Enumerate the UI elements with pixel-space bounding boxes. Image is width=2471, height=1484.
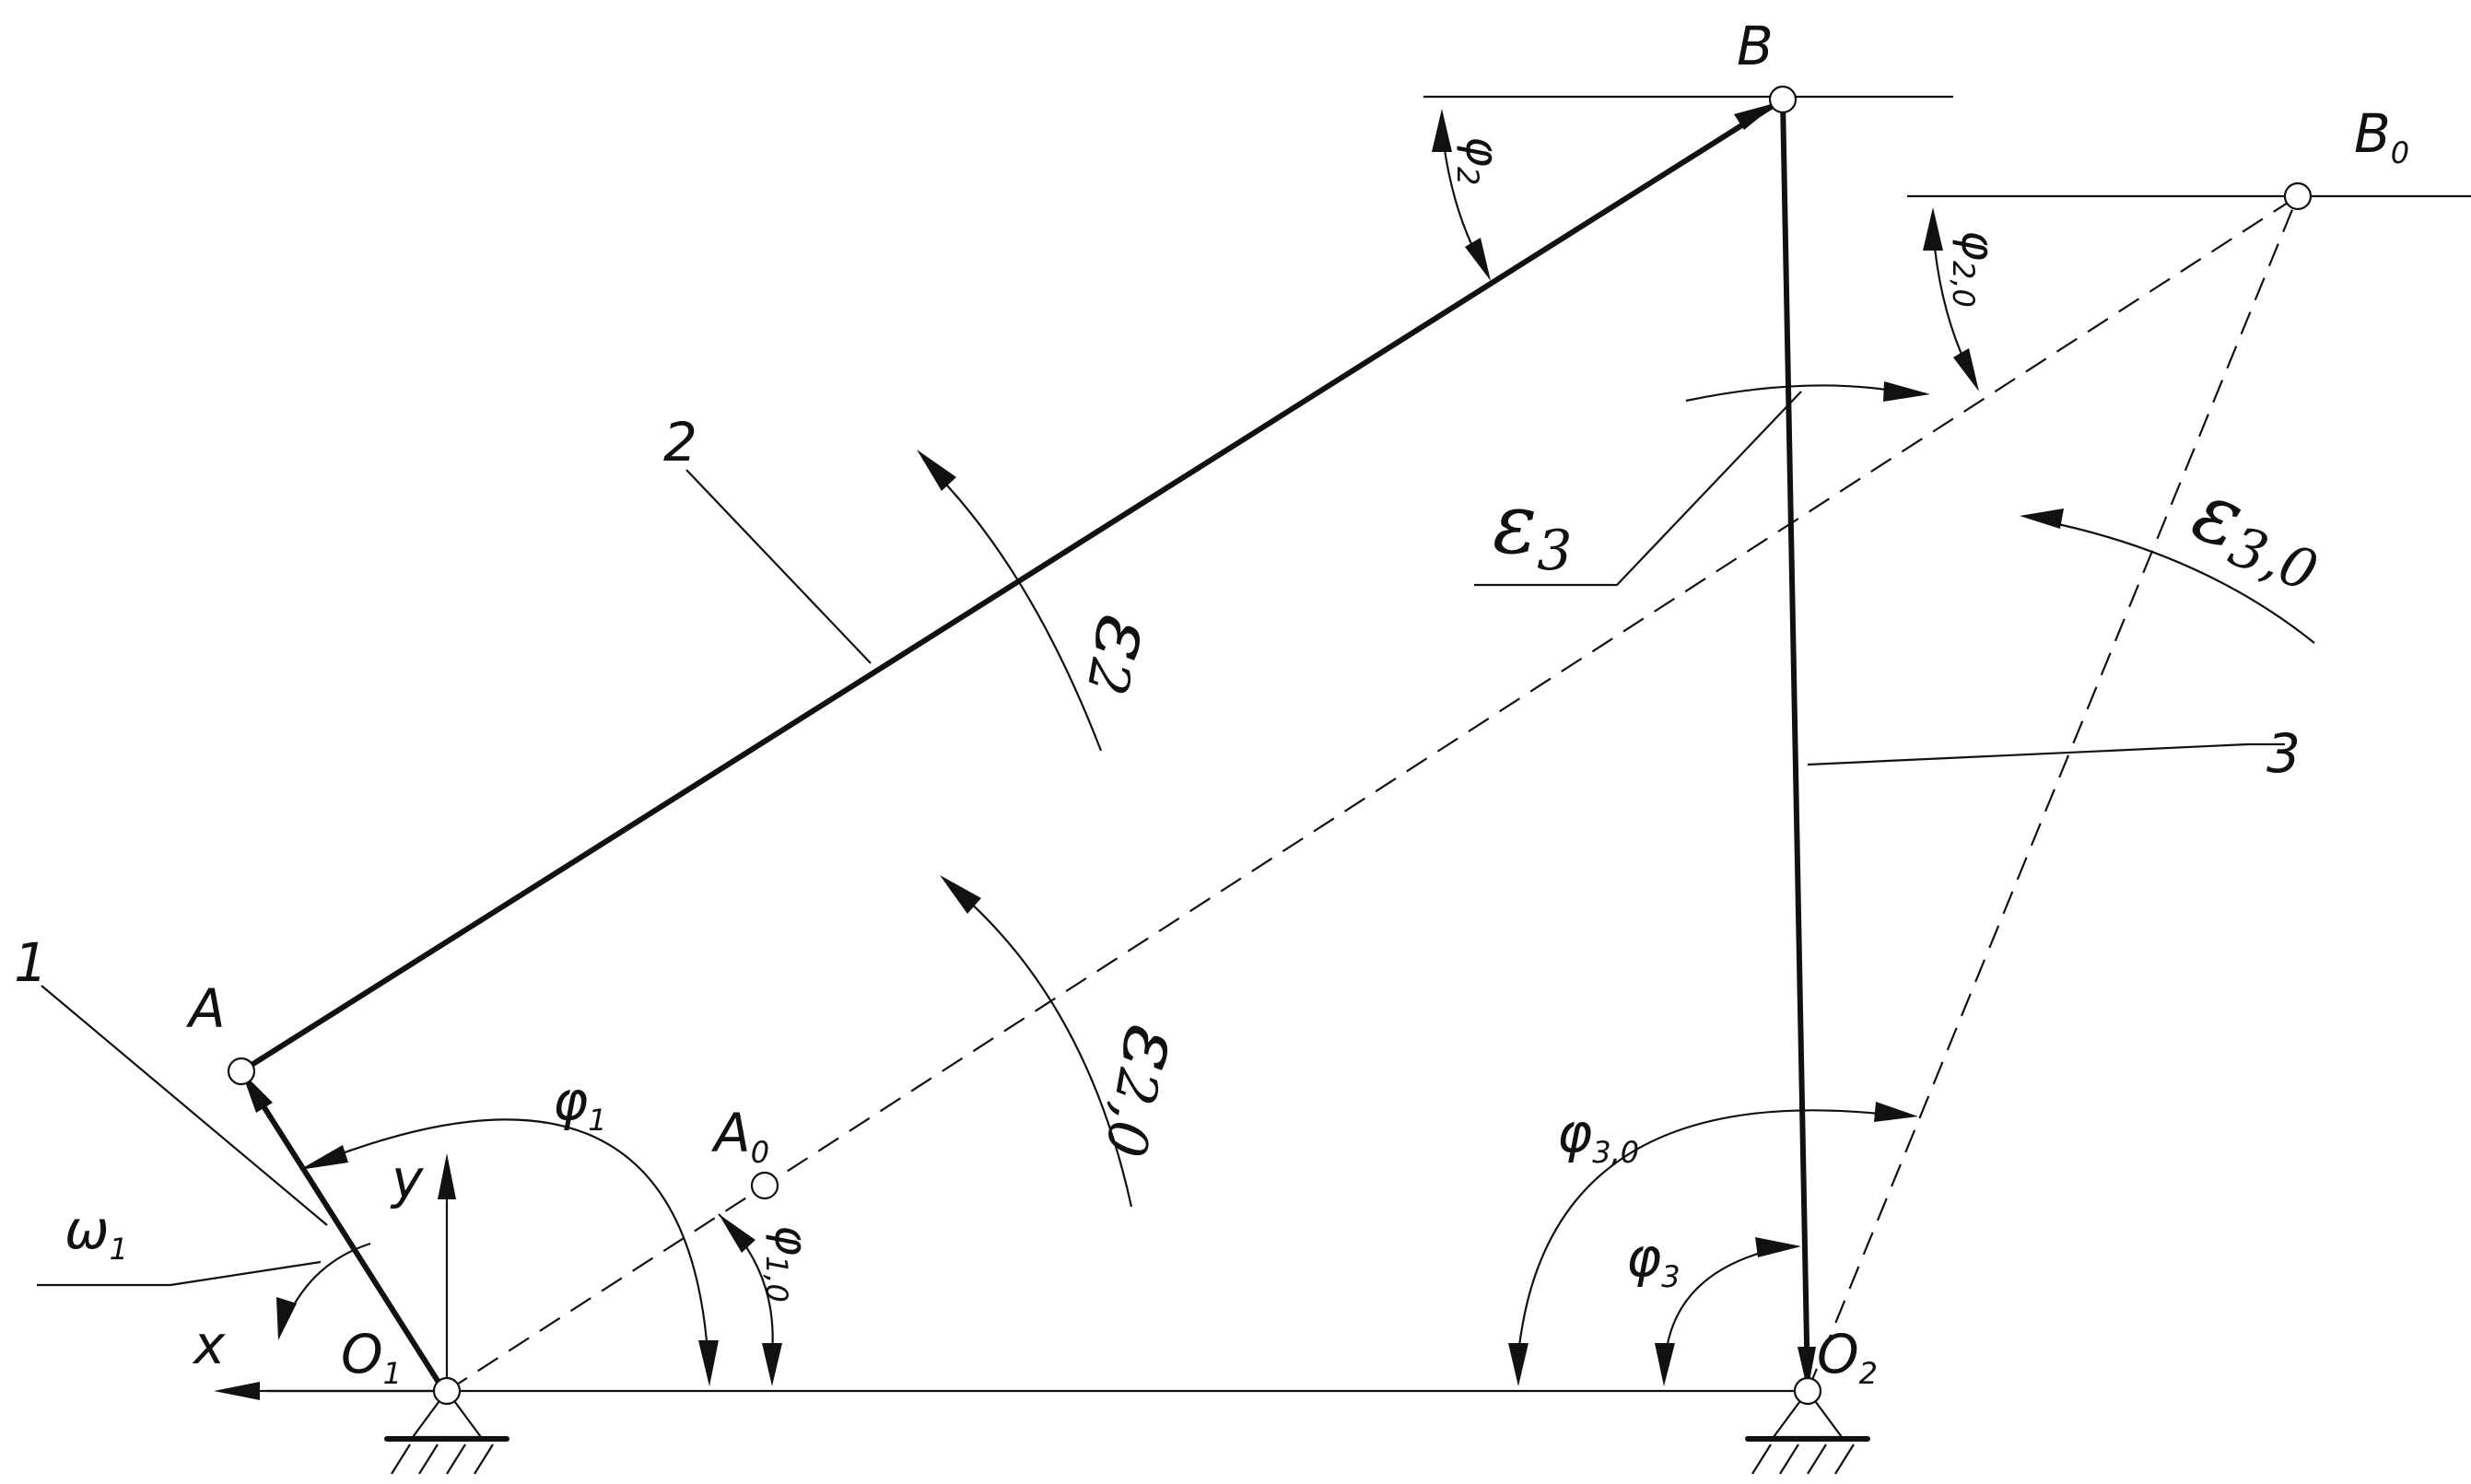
joint-A — [227, 1057, 256, 1086]
label-link2: 2 — [663, 411, 697, 473]
leader-eps3 — [1474, 391, 1802, 587]
arc-eps2 — [931, 469, 1103, 752]
arc-eps20 — [957, 891, 1133, 1208]
leader-omega1 — [37, 1260, 322, 1287]
link3-initial-dashed — [1806, 195, 2300, 1392]
arc-phi30-arrow-start — [1508, 1343, 1528, 1386]
label-eps30: ε3,0 — [2179, 462, 2338, 604]
arc-phi3-arrow-end — [1755, 1237, 1801, 1257]
arc-eps20-arrow — [940, 875, 981, 914]
arc-phi30 — [1517, 1109, 1890, 1355]
joint-O1 — [432, 1376, 462, 1406]
label-phi3: φ3 — [1626, 1226, 1681, 1294]
label-phi20: φ2,0 — [1946, 230, 2005, 308]
label-link1: 1 — [14, 931, 48, 994]
link-1-crank — [239, 1069, 447, 1394]
label-B: B — [1737, 15, 1774, 77]
arc-phi3-arrow-start — [1655, 1343, 1675, 1386]
arc-phi10-arrow-end — [762, 1343, 782, 1386]
label-eps3: ε3 — [1493, 476, 1572, 583]
label-B0: B0 — [2354, 102, 2409, 170]
arc-phi2-arrow-end — [1465, 238, 1491, 281]
arc-omega1-arrow — [276, 1297, 297, 1340]
x-axis-arrowhead — [214, 1382, 260, 1400]
joint-A0 — [750, 1171, 779, 1200]
link2-initial-dashed — [446, 195, 2299, 1392]
arc-phi1-arrow-start — [299, 1145, 348, 1170]
arc-phi10-arrow-start — [719, 1214, 755, 1253]
label-x: x — [192, 1314, 226, 1376]
label-y: y — [390, 1148, 424, 1210]
label-O1: O1 — [341, 1323, 402, 1391]
joint-B0 — [2283, 181, 2313, 211]
joint-B — [1768, 85, 1798, 114]
leader-link3 — [1807, 742, 2285, 766]
label-omega1: ω1 — [64, 1198, 128, 1267]
leader-link2 — [685, 469, 872, 664]
label-A: A — [185, 977, 226, 1040]
label-O2: O2 — [1817, 1323, 1878, 1391]
leader-link1 — [41, 985, 328, 1226]
support-O2 — [1745, 1389, 1870, 1475]
arc-eps30 — [2040, 519, 2315, 644]
arc-eps30-arrow — [2020, 508, 2064, 529]
link-3-rocker — [1780, 97, 1810, 1394]
arc-phi2-arrow-start — [1432, 109, 1452, 152]
label-link3: 3 — [2266, 722, 2301, 785]
y-axis-arrowhead — [438, 1153, 456, 1199]
link-2-coupler — [239, 97, 1786, 1074]
label-phi1: φ1 — [553, 1069, 607, 1138]
label-eps20: ε2,0 — [1085, 1019, 1203, 1166]
label-phi30: φ3,0 — [1557, 1102, 1639, 1170]
arc-eps3 — [1685, 384, 1899, 403]
arc-eps3-arrow — [1883, 381, 1930, 402]
label-phi2: φ2 — [1450, 136, 1509, 185]
support-O1 — [384, 1389, 509, 1475]
label-A0: A0 — [710, 1102, 769, 1170]
arc-phi30-arrow-end — [1874, 1102, 1918, 1122]
arc-phi20-arrow-start — [1923, 207, 1943, 251]
label-eps2: ε2 — [1067, 609, 1176, 704]
label-phi10: φ1,0 — [759, 1225, 818, 1303]
arc-phi3 — [1664, 1246, 1779, 1355]
arc-phi1 — [303, 1118, 709, 1353]
joint-O2 — [1793, 1376, 1822, 1406]
link3-arrowhead — [1798, 1347, 1816, 1391]
arc-phi1-arrow-end — [698, 1340, 719, 1386]
arc-eps2-arrow — [917, 450, 956, 491]
link2-arrowhead — [1734, 102, 1778, 130]
arc-phi20-arrow-end — [1953, 348, 1979, 391]
